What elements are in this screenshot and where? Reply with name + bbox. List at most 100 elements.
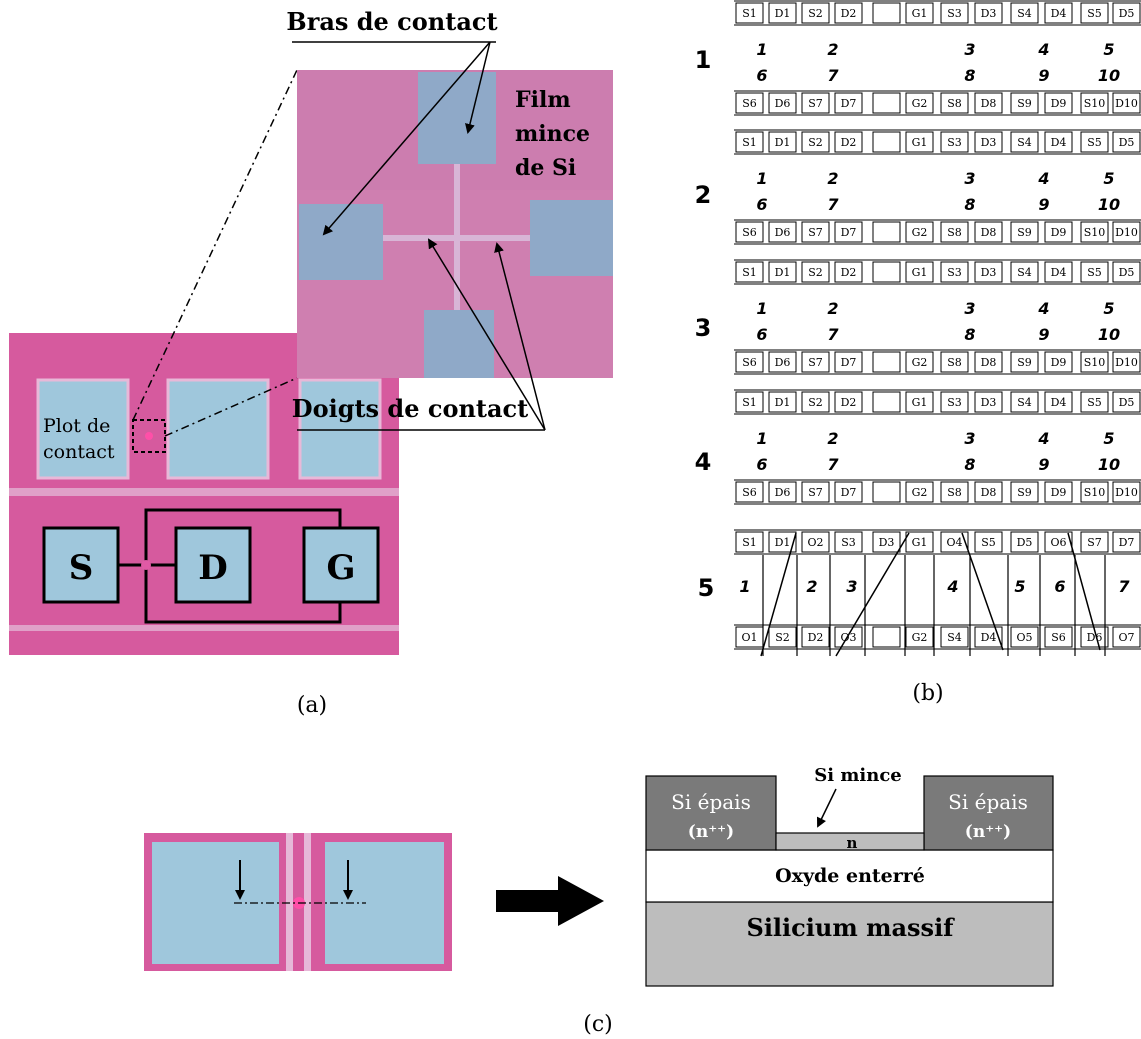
row1-device-label-8: 8 — [964, 66, 975, 85]
row3-top-strip-pad-9 — [1044, 261, 1073, 283]
row3-top-strip-pad-label-9: D4 — [1051, 266, 1067, 279]
row4-bottom-strip-pad-5 — [905, 481, 934, 503]
caption-a: (a) — [297, 693, 327, 718]
row3-top-strip-pad-7 — [974, 261, 1003, 283]
row2-top-strip-pad-label-2: S2 — [808, 136, 823, 149]
row3-top-strip-pad-label-2: S2 — [808, 266, 823, 279]
si-epais-right-label: Si épais — [948, 790, 1028, 814]
row4-bottom-strip-pad-9 — [1044, 481, 1073, 503]
row5-top-strip-pad-label-1: D1 — [775, 536, 791, 549]
row4-top-strip-pad-label-9: D4 — [1051, 396, 1067, 409]
row4-device-label-1: 1 — [756, 429, 767, 448]
row5-bottom-strip-pad-label-2: D2 — [808, 631, 824, 644]
row3-top-strip-pad-label-6: S3 — [947, 266, 962, 279]
row1-bottom-strip-pad-8 — [1010, 92, 1039, 114]
cross-section-diagram: Si épais (n⁺⁺) Si épais (n⁺⁺) n Si mince… — [645, 765, 1054, 987]
row2-top-strip-pad-11 — [1112, 131, 1141, 153]
row3-top-strip-pad-3 — [834, 261, 863, 283]
row1-top-strip-pad-label-8: S4 — [1017, 7, 1032, 20]
row3-bottom-strip-pad-label-10: S10 — [1084, 356, 1106, 369]
row2-bottom-strip-pad-label-9: D9 — [1051, 226, 1067, 239]
row2-bottom-strip-pad-label-11: D10 — [1115, 226, 1138, 239]
row4-device-label-9: 9 — [1038, 455, 1049, 474]
row4-top-strip-pad-label-2: S2 — [808, 396, 823, 409]
si-mince-layer — [775, 832, 925, 851]
row4-bottom-strip-pad-label-3: D7 — [841, 486, 857, 499]
row3-bottom-strip-pad-11 — [1112, 351, 1141, 373]
row1-bottom-strip-pad-label-9: D9 — [1051, 97, 1067, 110]
row5-top-strip-pad-label-11: D7 — [1119, 536, 1135, 549]
row2-top-strip-pad-label-5: G1 — [912, 136, 928, 149]
row4-bottom-strip-pad-6 — [940, 481, 969, 503]
zoom-micrograph — [297, 70, 613, 378]
row4-top-strip-pad-label-5: G1 — [912, 396, 928, 409]
row2-bottom-strip-pad-8 — [1010, 221, 1039, 243]
row1-bottom-strip-pad-label-5: G2 — [912, 97, 928, 110]
plot-label-line2: contact — [43, 441, 115, 463]
si-epais-left-label: Si épais — [671, 790, 751, 814]
row3-bottom-strip-pad-3 — [834, 351, 863, 373]
row3-top-strip-pad-label-10: S5 — [1087, 266, 1102, 279]
row4-top-strip-pad-label-7: D3 — [981, 396, 997, 409]
row2-device-label-6: 6 — [756, 195, 767, 214]
row4-bottom-strip-pad-11 — [1112, 481, 1141, 503]
row1-bottom-strip-pad-4 — [872, 92, 901, 114]
bras-de-contact-label: Bras de contact — [286, 7, 497, 36]
row2-bottom-strip-pad-label-7: D8 — [981, 226, 997, 239]
row5-bottom-strip-pad-label-8: O5 — [1016, 631, 1032, 644]
row2-bottom-strip-pad-label-1: D6 — [775, 226, 791, 239]
row-number-3: 3 — [695, 314, 712, 342]
row2-bottom-strip-pad-7 — [974, 221, 1003, 243]
row1-top-strip-pad-11 — [1112, 2, 1141, 24]
row2-device-label-5: 5 — [1103, 169, 1114, 188]
row3-top-strip-pad-label-11: D5 — [1119, 266, 1135, 279]
row2-bottom-strip-pad-1 — [768, 221, 797, 243]
row5-diagonal-0 — [760, 532, 797, 657]
row1-top-strip-pad-9 — [1044, 2, 1073, 24]
row4-device-label-4: 4 — [1037, 429, 1049, 448]
row3-bottom-strip-pad-8 — [1010, 351, 1039, 373]
row3-bottom-strip-pad-10 — [1080, 351, 1109, 373]
row3-bottom-strip-pad-label-3: D7 — [841, 356, 857, 369]
row5-top-strip-pad-0 — [735, 531, 764, 553]
row3-bottom-strip-pad-1 — [768, 351, 797, 373]
row3-bottom-strip-pad-7 — [974, 351, 1003, 373]
row-number-5: 5 — [698, 574, 715, 602]
row5-top-strip-pad-label-5: G1 — [912, 536, 928, 549]
row3-bottom-strip-pad-label-9: D9 — [1051, 356, 1067, 369]
row3-bottom-strip-pad-label-11: D10 — [1115, 356, 1138, 369]
row5-bottom-strip-pad-10 — [1080, 626, 1109, 648]
row1-top-strip-pad-3 — [834, 2, 863, 24]
row1-top-strip-pad-label-10: S5 — [1087, 7, 1102, 20]
row1-bottom-strip-pad-label-11: D10 — [1115, 97, 1138, 110]
row5-bottom-strip-pad-3 — [834, 626, 863, 648]
row1-top-strip-pad-0 — [735, 2, 764, 24]
row2-top-strip-pad-6 — [940, 131, 969, 153]
row5-top-strip-pad-10 — [1080, 531, 1109, 553]
row1-bottom-strip-pad-1 — [768, 92, 797, 114]
row4-top-strip-pad-label-3: D2 — [841, 396, 857, 409]
row3-bottom-strip-pad-label-1: D6 — [775, 356, 791, 369]
cross-section-micrograph — [144, 833, 452, 971]
row2-bottom-strip-pad-label-0: S6 — [742, 226, 757, 239]
row5-top-strip-pad-label-8: D5 — [1017, 536, 1033, 549]
row3-bottom-strip-pad-4 — [872, 351, 901, 373]
row1-bottom-strip-pad-2 — [801, 92, 830, 114]
row2-device-label-8: 8 — [964, 195, 975, 214]
row2-bottom-strip-pad-4 — [872, 221, 901, 243]
row3-top-strip-pad-1 — [768, 261, 797, 283]
row1-device-label-5: 5 — [1103, 40, 1114, 59]
row1-device-label-9: 9 — [1038, 66, 1049, 85]
row3-bottom-strip-pad-9 — [1044, 351, 1073, 373]
row3-bottom-strip-pad-label-5: G2 — [912, 356, 928, 369]
row1-device-label-3: 3 — [964, 40, 975, 59]
row2-top-strip-pad-5 — [905, 131, 934, 153]
row4-bottom-strip-pad-label-11: D10 — [1115, 486, 1138, 499]
row3-bottom-strip-pad-label-7: D8 — [981, 356, 997, 369]
row5-bottom-strip-pad-label-9: S6 — [1051, 631, 1066, 644]
row5-top-strip-pad-label-10: S7 — [1087, 536, 1102, 549]
row1-device-label-1: 1 — [756, 40, 767, 59]
row5-bottom-strip-pad-label-5: G2 — [912, 631, 928, 644]
row3-top-strip-pad-8 — [1010, 261, 1039, 283]
row5-top-strip-pad-11 — [1112, 531, 1141, 553]
